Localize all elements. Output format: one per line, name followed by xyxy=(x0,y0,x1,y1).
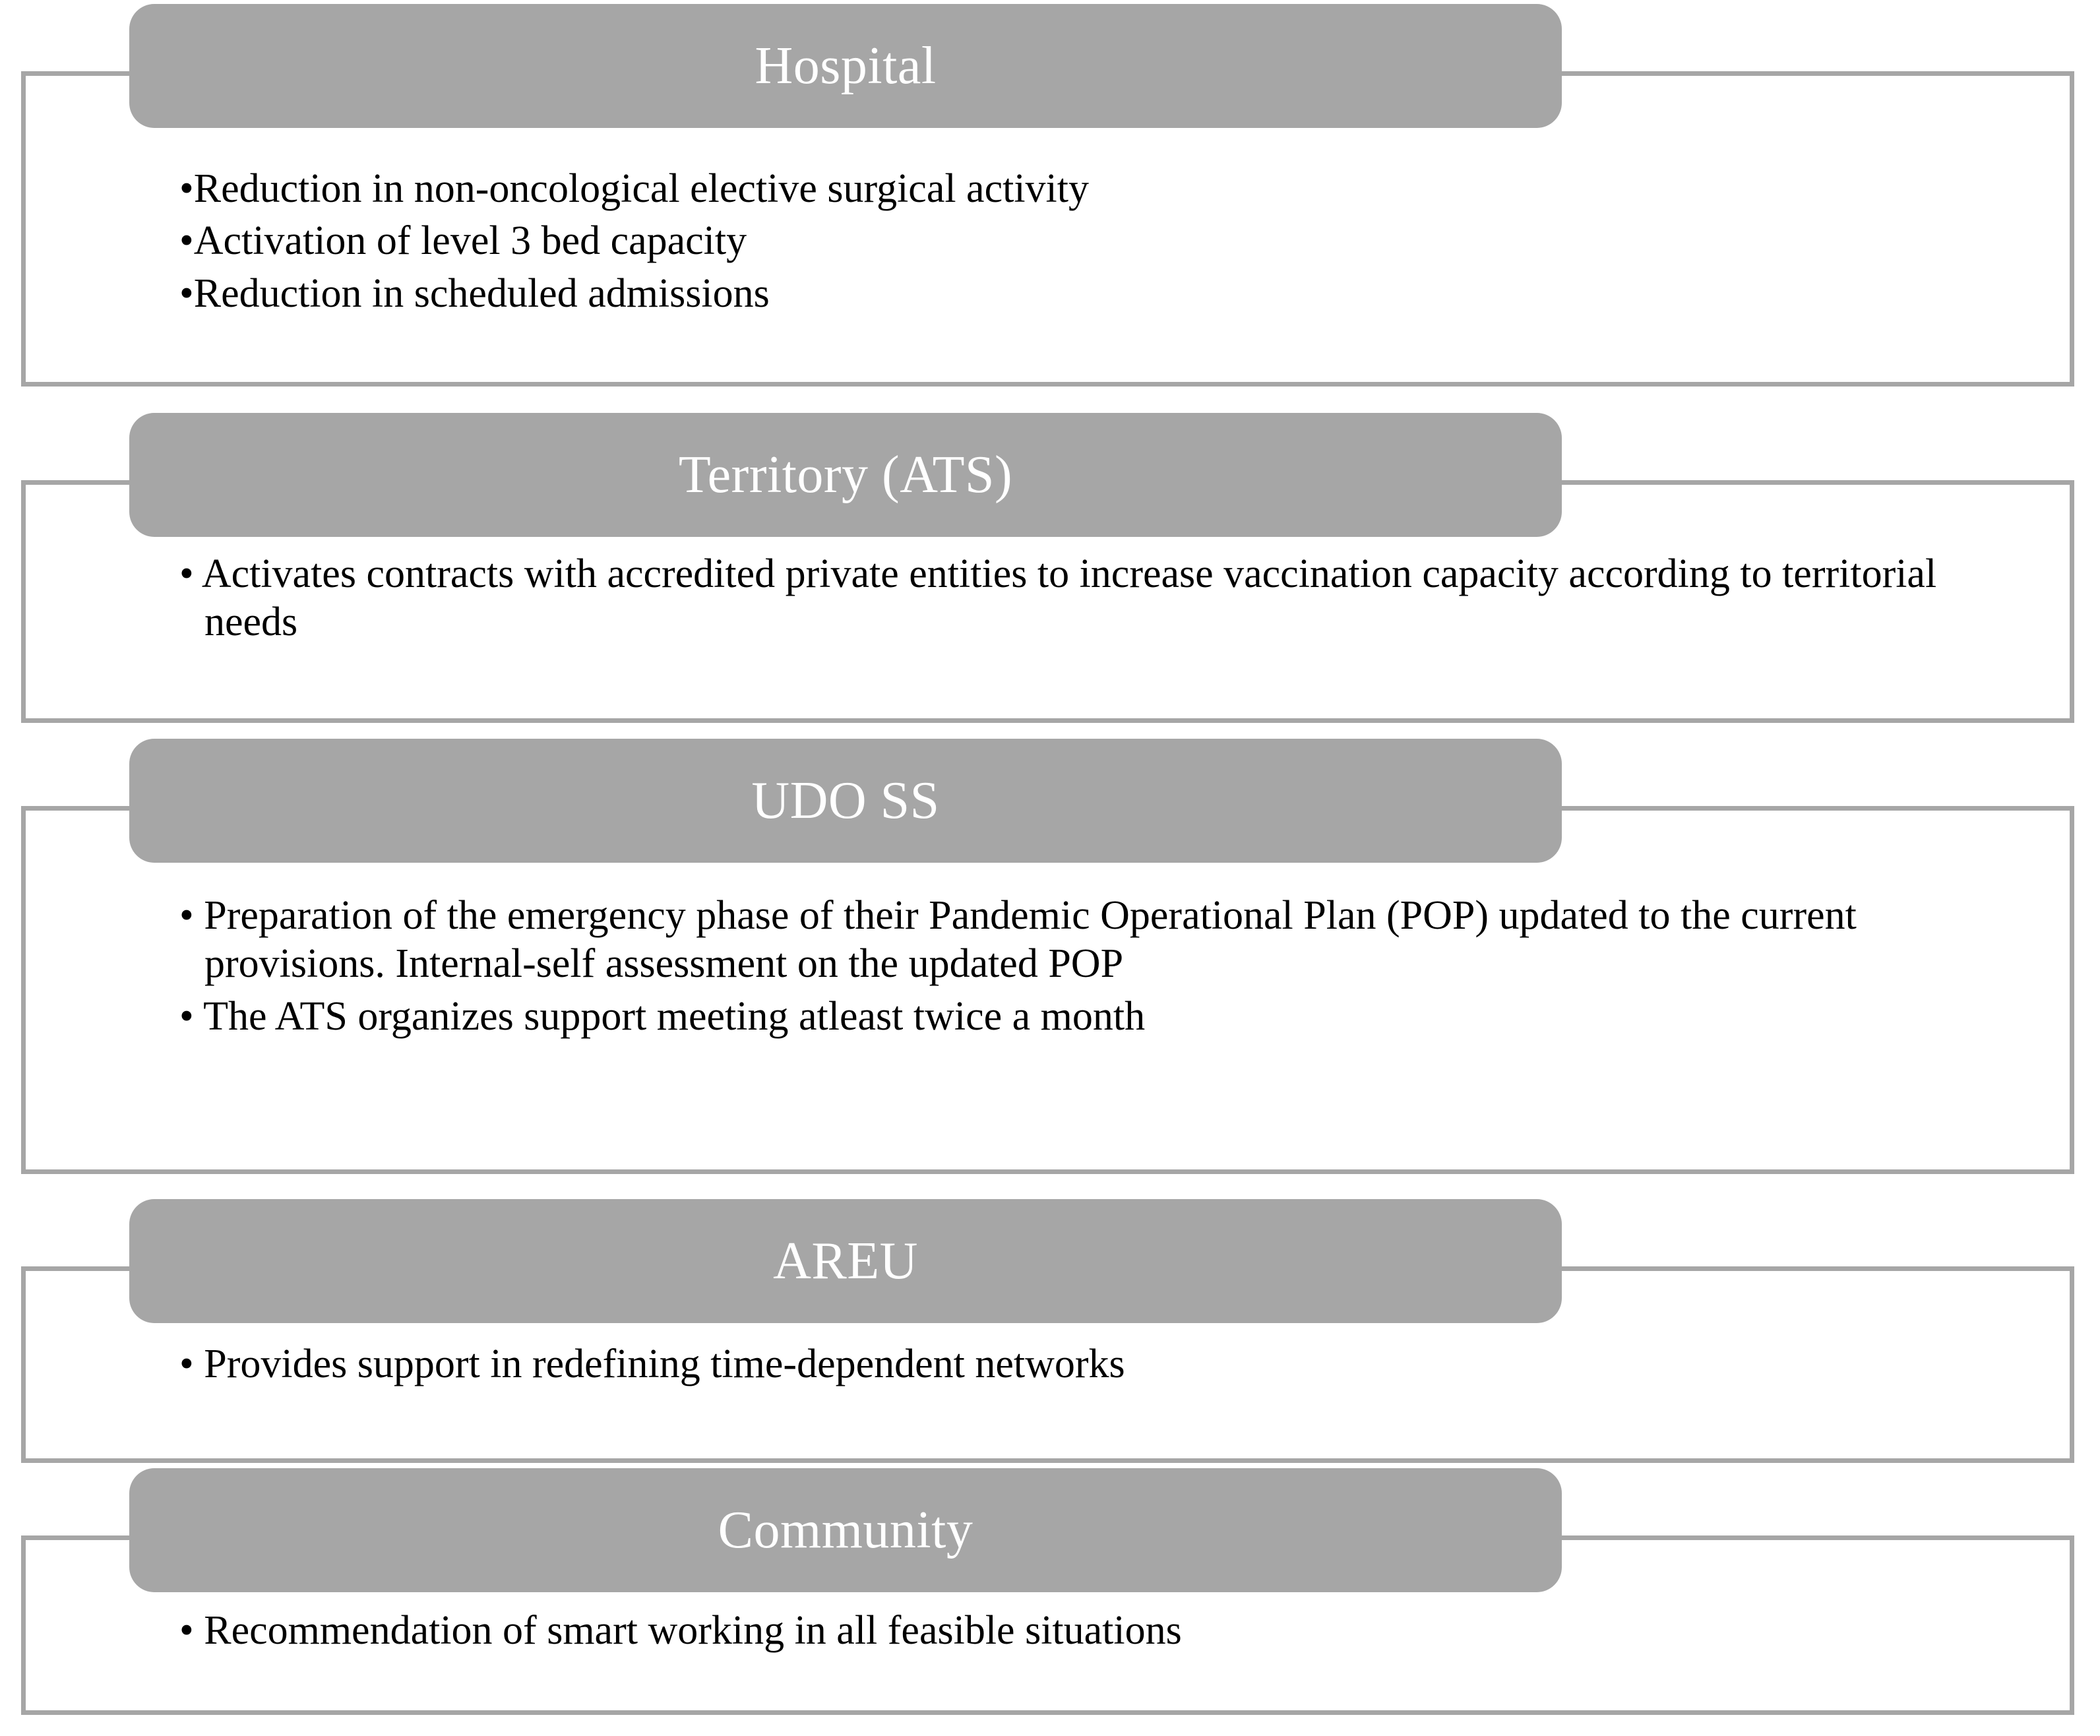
list-item-text: Preparation of the emergency phase of th… xyxy=(204,893,1857,987)
section-body-territory: • Activates contracts with accredited pr… xyxy=(179,550,2015,651)
section-hospital: Hospital •Reduction in non-oncological e… xyxy=(21,4,2074,387)
section-header-community[interactable]: Community xyxy=(129,1468,1562,1592)
bullet-icon: • xyxy=(179,893,194,938)
section-header-territory[interactable]: Territory (ATS) xyxy=(129,413,1562,537)
list-item: • Provides support in redefining time-de… xyxy=(179,1340,2015,1388)
list-item: • Recommendation of smart working in all… xyxy=(179,1607,2015,1655)
list-item-text: Recommendation of smart working in all f… xyxy=(204,1608,1182,1653)
list-item: • Activates contracts with accredited pr… xyxy=(179,550,2015,647)
section-title-hospital: Hospital xyxy=(755,37,937,95)
section-title-community: Community xyxy=(718,1501,973,1559)
list-item-text: Provides support in redefining time-depe… xyxy=(204,1342,1125,1386)
list-item-text: Activation of level 3 bed capacity xyxy=(193,218,747,264)
list-item-text: Reduction in non-oncological elective su… xyxy=(193,166,1089,211)
section-header-udoss[interactable]: UDO SS xyxy=(129,739,1562,863)
section-territory: Territory (ATS) • Activates contracts wi… xyxy=(21,413,2074,723)
section-areu: AREU • Provides support in redefining ti… xyxy=(21,1199,2074,1463)
section-body-areu: • Provides support in redefining time-de… xyxy=(179,1340,2015,1392)
list-item: •Reduction in scheduled admissions xyxy=(179,270,2015,318)
list-item-text: The ATS organizes support meeting atleas… xyxy=(203,993,1146,1039)
section-title-areu: AREU xyxy=(773,1232,918,1290)
bullet-icon: • xyxy=(179,551,194,596)
section-udoss: UDO SS • Preparation of the emergency ph… xyxy=(21,739,2074,1174)
bullet-icon: • xyxy=(179,166,194,211)
list-item: •Activation of level 3 bed capacity xyxy=(179,217,2015,265)
section-body-hospital: •Reduction in non-oncological elective s… xyxy=(179,165,2015,322)
bullet-icon: • xyxy=(179,1608,194,1653)
list-item: • The ATS organizes support meeting atle… xyxy=(179,993,2015,1041)
section-header-hospital[interactable]: Hospital xyxy=(129,4,1562,128)
section-frame-udoss xyxy=(21,806,2074,1174)
bullet-icon: • xyxy=(179,1342,194,1386)
list-item-text: Reduction in scheduled admissions xyxy=(193,270,770,316)
list-item: •Reduction in non-oncological elective s… xyxy=(179,165,2015,213)
section-header-areu[interactable]: AREU xyxy=(129,1199,1562,1323)
bullet-icon: • xyxy=(179,270,194,316)
list-item: • Preparation of the emergency phase of … xyxy=(179,892,2015,989)
section-community: Community • Recommendation of smart work… xyxy=(21,1468,2074,1715)
section-body-udoss: • Preparation of the emergency phase of … xyxy=(179,892,2015,1045)
section-title-territory: Territory (ATS) xyxy=(678,446,1013,504)
section-body-community: • Recommendation of smart working in all… xyxy=(179,1607,2015,1659)
bullet-icon: • xyxy=(179,218,194,264)
bullet-icon: • xyxy=(179,993,194,1039)
list-item-text: Activates contracts with accredited priv… xyxy=(201,551,1937,645)
section-title-udoss: UDO SS xyxy=(751,772,940,830)
